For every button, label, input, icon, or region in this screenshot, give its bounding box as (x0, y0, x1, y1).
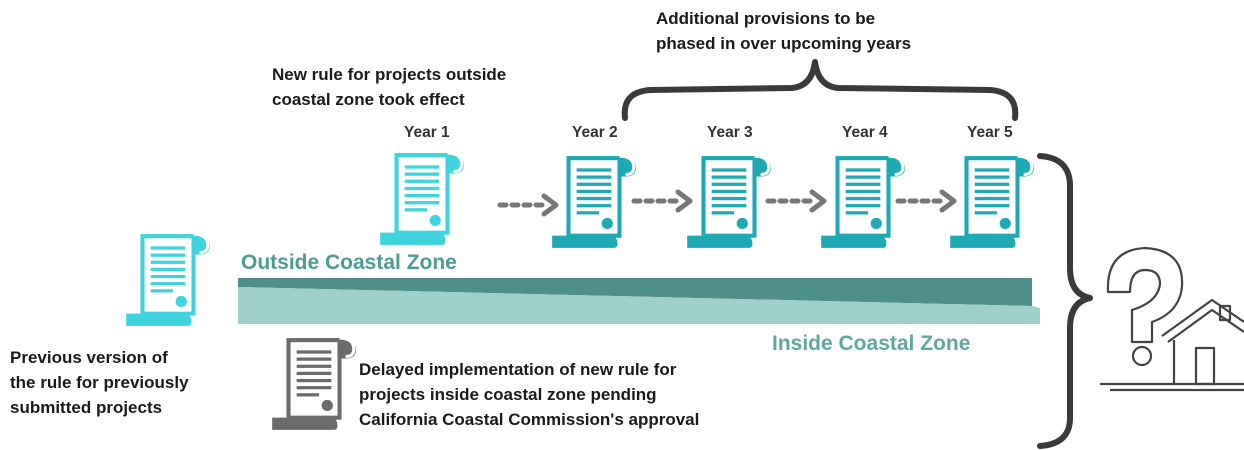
house-icon (1100, 298, 1244, 392)
outside-coastal-zone-label: Outside Coastal Zone (241, 251, 457, 274)
inside-zone-band (238, 287, 1040, 324)
year-label: Year 2 (572, 124, 618, 141)
new-rule-label: New rule for projects outside coastal zo… (272, 62, 506, 112)
year-label: Year 1 (404, 124, 450, 141)
additional-provisions-label: Additional provisions to be phased in ov… (656, 6, 911, 56)
curly-brace-icon (621, 59, 1019, 121)
dotted-arrow-icon (631, 189, 693, 213)
additional-line-2: phased in over upcoming years (656, 34, 912, 53)
scroll-icon-year2 (550, 154, 638, 250)
year-label: Year 5 (967, 124, 1013, 141)
curly-brace-icon (1037, 153, 1093, 449)
outside-zone-band (238, 278, 1032, 306)
dotted-arrow-icon (895, 189, 957, 213)
dotted-arrow-icon (765, 189, 827, 213)
previous-line-3: submitted projects (10, 398, 163, 417)
year-label: Year 3 (707, 124, 753, 141)
delayed-line-2: projects inside coastal zone pending (359, 385, 657, 404)
scroll-icon-delayed (270, 336, 358, 432)
new-rule-line-1: New rule for projects outside (272, 65, 507, 84)
delayed-implementation-label: Delayed implementation of new rule for p… (359, 357, 699, 432)
delayed-line-3: California Coastal Commission's approval (359, 410, 700, 429)
scroll-icon-previous (124, 232, 212, 328)
scroll-icon-year4 (819, 154, 907, 250)
previous-version-label: Previous version of the rule for previou… (10, 345, 189, 420)
scroll-icon-year5 (948, 154, 1036, 250)
dotted-arrow-icon (497, 193, 559, 217)
additional-line-1: Additional provisions to be (656, 9, 876, 28)
previous-line-2: the rule for previously (10, 373, 189, 392)
delayed-line-1: Delayed implementation of new rule for (359, 360, 677, 379)
scroll-icon-year3 (685, 154, 773, 250)
previous-line-1: Previous version of (10, 348, 168, 367)
question-mark-icon (1106, 246, 1184, 367)
year-label: Year 4 (842, 124, 888, 141)
scroll-icon-year1 (378, 151, 466, 247)
inside-coastal-zone-label: Inside Coastal Zone (772, 332, 971, 355)
new-rule-line-2: coastal zone took effect (272, 90, 465, 109)
